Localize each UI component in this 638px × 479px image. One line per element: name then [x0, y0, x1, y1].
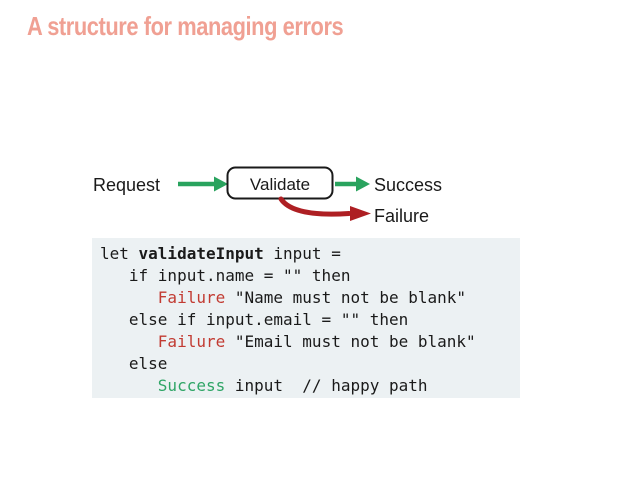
code-token: Failure — [157, 288, 226, 307]
request-arrow-icon — [178, 176, 228, 192]
failure-label: Failure — [374, 206, 429, 226]
code-line: else if input.email = "" then — [100, 309, 520, 331]
code-token: validateInput — [138, 244, 264, 263]
code-token: "Name must not be blank" — [225, 288, 467, 307]
success-arrow-icon — [335, 176, 370, 192]
validation-diagram: Request Validate Success Failure — [93, 166, 442, 226]
code-token: "Email must not be blank" — [225, 332, 476, 351]
code-token: input = — [263, 244, 341, 263]
validate-box-label: Validate — [250, 175, 310, 194]
validate-box: Validate — [226, 166, 334, 200]
code-token: else — [100, 354, 168, 373]
code-token — [100, 376, 158, 395]
code-token: Failure — [157, 332, 226, 351]
code-token: if input.name = "" then — [100, 266, 351, 285]
code-token: let — [100, 244, 139, 263]
success-label: Success — [374, 175, 442, 195]
code-token: else if input.email = "" then — [100, 310, 409, 329]
code-line: Failure "Name must not be blank" — [100, 287, 520, 309]
code-token: Success — [157, 376, 226, 395]
request-label: Request — [93, 175, 160, 195]
code-line: Success input // happy path — [100, 375, 520, 397]
failure-arrow-icon — [278, 196, 371, 221]
code-token — [100, 332, 158, 351]
slide-title: A structure for managing errors — [27, 11, 344, 41]
code-line: else — [100, 353, 520, 375]
code-token: input // happy path — [225, 376, 428, 395]
code-token — [100, 288, 158, 307]
code-line: Failure "Email must not be blank" — [100, 331, 520, 353]
code-block: let validateInput input = if input.name … — [92, 238, 520, 398]
code-line: if input.name = "" then — [100, 265, 520, 287]
code-line: let validateInput input = — [100, 243, 520, 265]
